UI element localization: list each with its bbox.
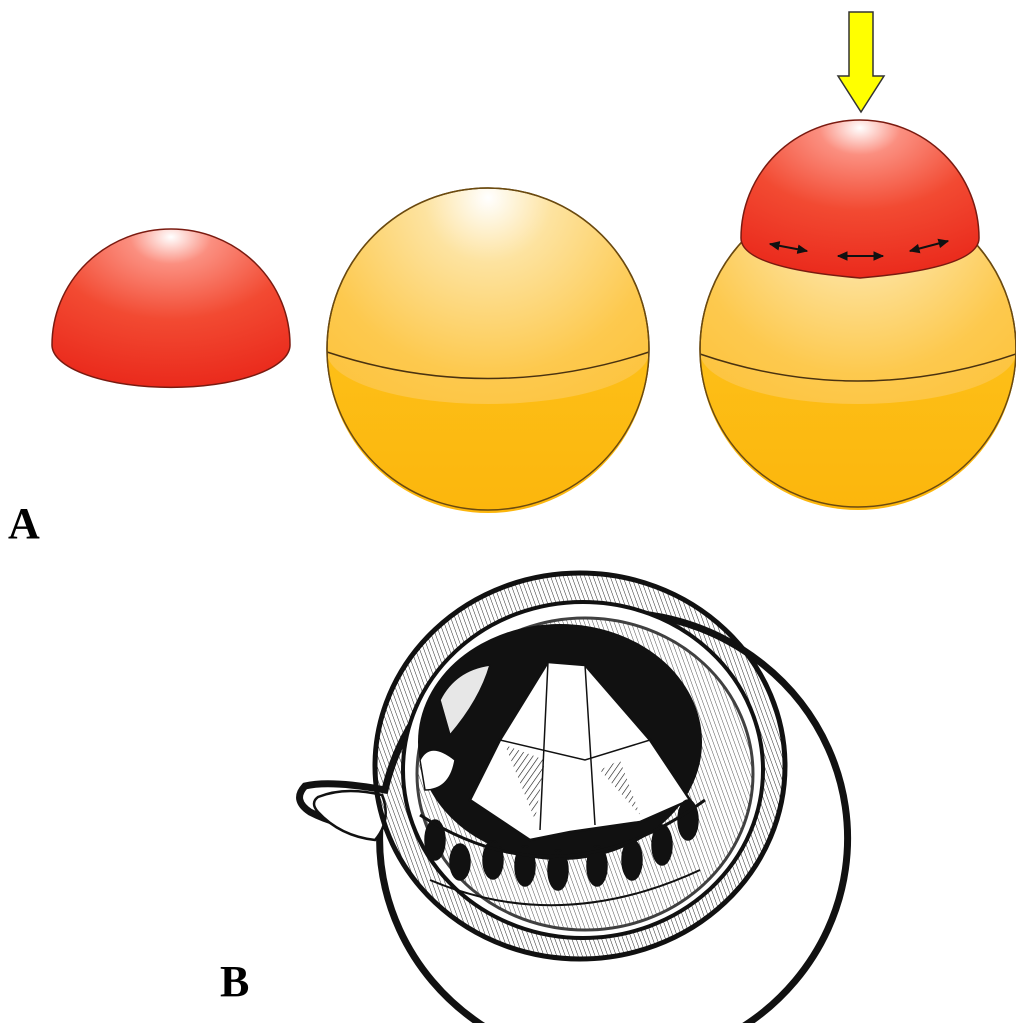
panel-b-drawing: [296, 570, 852, 1023]
panel-label-b: B: [220, 957, 250, 1006]
sphere-with-dome: [699, 11, 1016, 510]
pressing-dome: [740, 119, 980, 279]
sphere: [326, 187, 650, 513]
panel-a-illustration: [51, 11, 1016, 513]
tooth-ring: [424, 799, 699, 891]
panel-label-a: A: [8, 499, 40, 548]
spreading-arrows: [768, 238, 950, 261]
separate-dome: [51, 228, 291, 389]
pressure-arrow: [836, 11, 886, 114]
